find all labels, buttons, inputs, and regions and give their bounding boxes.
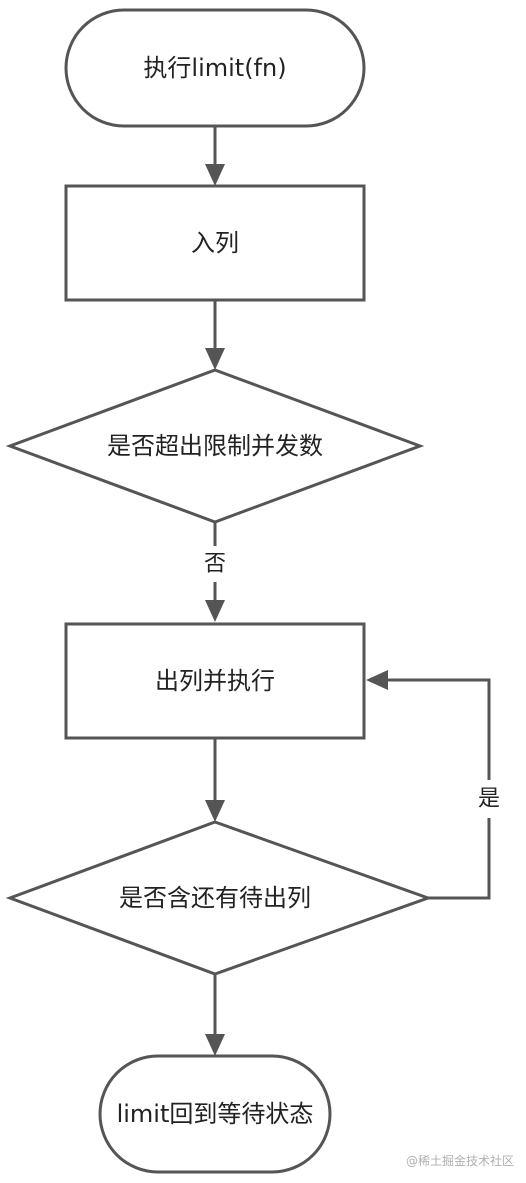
node-end: limit回到等待状态 <box>98 1054 332 1174</box>
check-queue-label: 是否含还有待出列 <box>119 884 311 912</box>
edge-labels: 否 是 <box>200 546 504 818</box>
edge-label-no: 否 <box>204 552 226 577</box>
arrow-into-check-limit <box>205 348 225 370</box>
arrow-into-dequeue <box>205 600 225 622</box>
node-start: 执行limit(fn) <box>64 8 366 128</box>
check-queue-decision-shape <box>5 820 433 976</box>
arrow-into-end <box>205 1034 225 1056</box>
watermark-text: @稀土掘金技术社区 <box>405 1154 514 1168</box>
node-check-limit: 是否超出限制并发数 <box>5 368 425 524</box>
node-enqueue: 入列 <box>64 184 366 302</box>
enqueue-process-shape <box>64 184 366 302</box>
arrow-into-enqueue <box>205 164 225 186</box>
end-terminal-shape <box>98 1054 332 1174</box>
yes-label-bg <box>474 780 504 818</box>
check-limit-decision-shape <box>5 368 425 524</box>
node-check-queue: 是否含还有待出列 <box>5 820 433 976</box>
edge-loop-back-yes <box>386 678 491 900</box>
no-label-bg <box>200 546 230 582</box>
arrow-into-check-queue <box>205 800 225 822</box>
check-limit-label: 是否超出限制并发数 <box>107 432 323 460</box>
arrow-loop-into-dequeue <box>366 670 388 690</box>
enqueue-label: 入列 <box>191 229 239 257</box>
node-dequeue-exec: 出列并执行 <box>64 622 366 740</box>
end-label: limit回到等待状态 <box>117 1100 314 1128</box>
start-terminal-shape <box>64 8 366 128</box>
edge-label-yes: 是 <box>478 787 500 812</box>
start-label: 执行limit(fn) <box>143 54 286 82</box>
dequeue-exec-label: 出列并执行 <box>155 667 275 695</box>
dequeue-exec-process-shape <box>64 622 366 740</box>
